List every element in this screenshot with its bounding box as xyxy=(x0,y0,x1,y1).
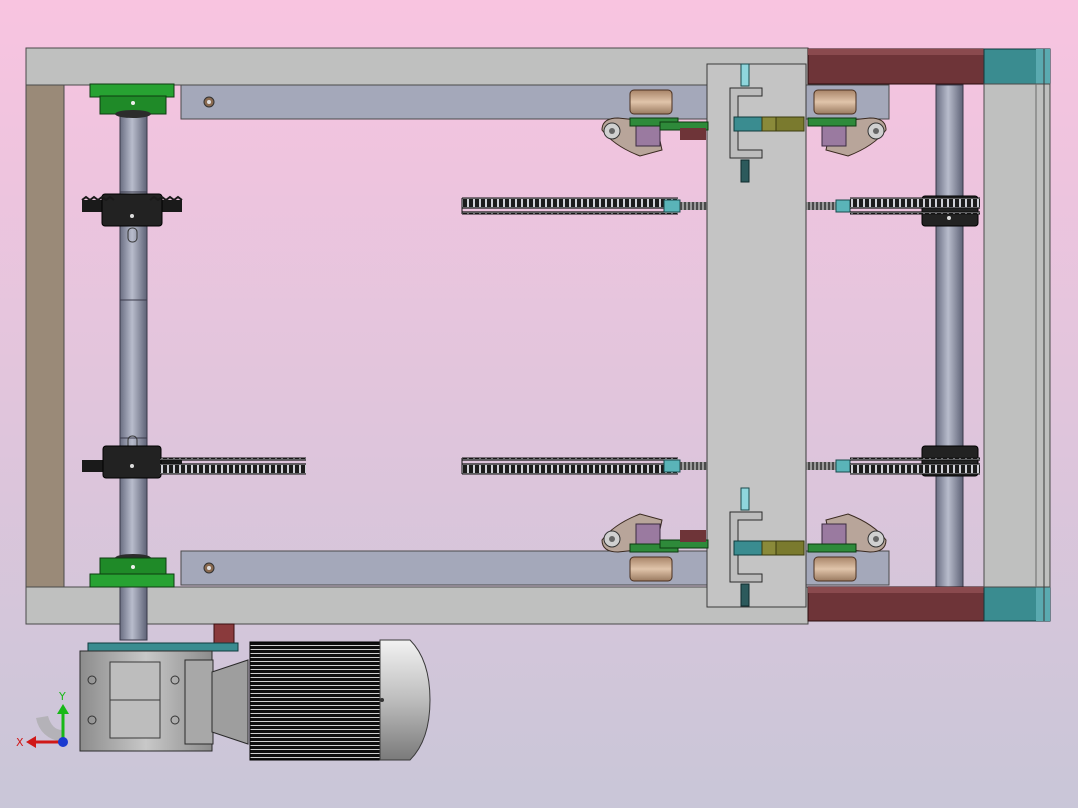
frame-left-end-post xyxy=(25,84,65,588)
frame-top-rail xyxy=(25,47,809,86)
chain-middle-lower xyxy=(461,457,710,475)
right-end-frame xyxy=(807,48,1051,622)
motor-fins xyxy=(249,641,381,761)
left-top-bearing xyxy=(89,83,175,118)
gear-motor xyxy=(79,623,431,761)
guide-roller-bottom-left xyxy=(601,513,709,582)
right-end-plate xyxy=(983,83,1051,588)
guide-roller-bottom-right xyxy=(807,513,887,582)
left-upper-sprocket xyxy=(81,193,183,227)
chain-middle-upper xyxy=(461,197,710,215)
main-frame xyxy=(25,47,809,625)
y-axis-label: Y xyxy=(58,690,66,703)
chain-right-upper xyxy=(806,197,980,215)
z-axis-dot xyxy=(58,737,68,747)
x-axis-label: X xyxy=(16,736,24,749)
frame-bottom-rail xyxy=(25,586,809,625)
chain-left-lower xyxy=(160,458,306,474)
carriage-upper-clamp xyxy=(729,63,805,183)
left-bottom-bearing xyxy=(89,554,175,588)
coordinate-triad: X Y xyxy=(16,690,69,749)
carriage-lower-clamp xyxy=(729,487,805,607)
sliding-carriage xyxy=(706,63,807,608)
guide-roller-top-left xyxy=(601,89,709,157)
motor-mount-plate xyxy=(87,642,239,652)
guide-roller-top-right xyxy=(807,89,887,157)
chain-right-lower xyxy=(806,457,980,475)
